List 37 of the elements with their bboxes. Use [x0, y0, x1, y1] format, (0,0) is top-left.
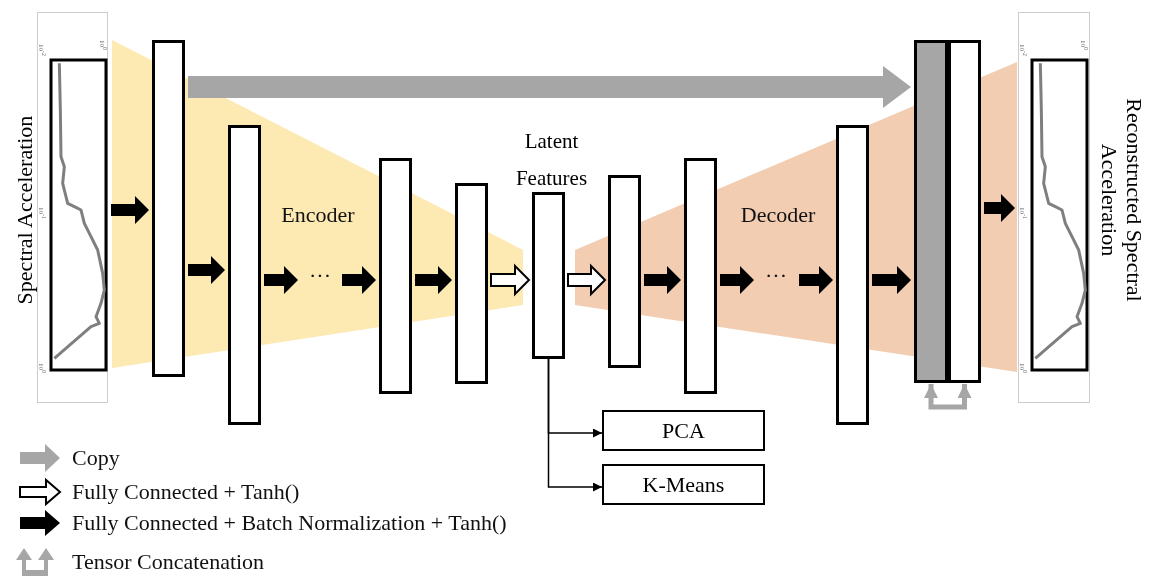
- block-arrow: [720, 266, 754, 294]
- layer-box: [228, 125, 261, 425]
- block-arrow: [984, 194, 1015, 222]
- section-label: Encoder: [281, 202, 355, 228]
- block-arrow: [490, 263, 531, 297]
- axis-title: Reconstructed Spectral Acceleration: [1097, 97, 1147, 304]
- copy-arrow: [188, 66, 911, 108]
- layer-box: [152, 40, 185, 377]
- section-label: ···: [765, 263, 787, 289]
- block-arrow: [188, 256, 225, 284]
- block-arrow: [799, 266, 833, 294]
- layer-box: [455, 183, 488, 384]
- section-label: ···: [309, 263, 331, 289]
- concatenation-arrow: [924, 384, 972, 410]
- section-label: Decoder: [740, 202, 816, 228]
- output-box: PCA: [602, 410, 765, 451]
- layer-box: [836, 125, 869, 425]
- output-box: K-Means: [602, 464, 765, 505]
- block-arrow: [111, 196, 149, 224]
- layer-box: [948, 40, 981, 383]
- block-arrow: [872, 266, 911, 294]
- layer-box: [379, 158, 412, 394]
- layer-box: [684, 158, 717, 394]
- legend-text: Copy: [72, 445, 120, 471]
- legend-text: Tensor Concatenation: [72, 549, 265, 575]
- block-arrow: [644, 266, 681, 294]
- block-arrow: [264, 266, 298, 294]
- layer-box: [914, 40, 948, 383]
- axis-title: Spectral Acceleration: [11, 114, 37, 307]
- legend-text: Fully Connected + Tanh(): [72, 479, 300, 505]
- block-arrow: [567, 263, 607, 297]
- legend-text: Fully Connected + Batch Normalization + Tanh(): [72, 510, 507, 536]
- block-arrow: [342, 266, 376, 294]
- connector-line: [547, 358, 603, 492]
- block-arrow: [415, 266, 452, 294]
- latent-features-heading: Latent Features: [514, 128, 589, 192]
- layer-box: [608, 175, 641, 368]
